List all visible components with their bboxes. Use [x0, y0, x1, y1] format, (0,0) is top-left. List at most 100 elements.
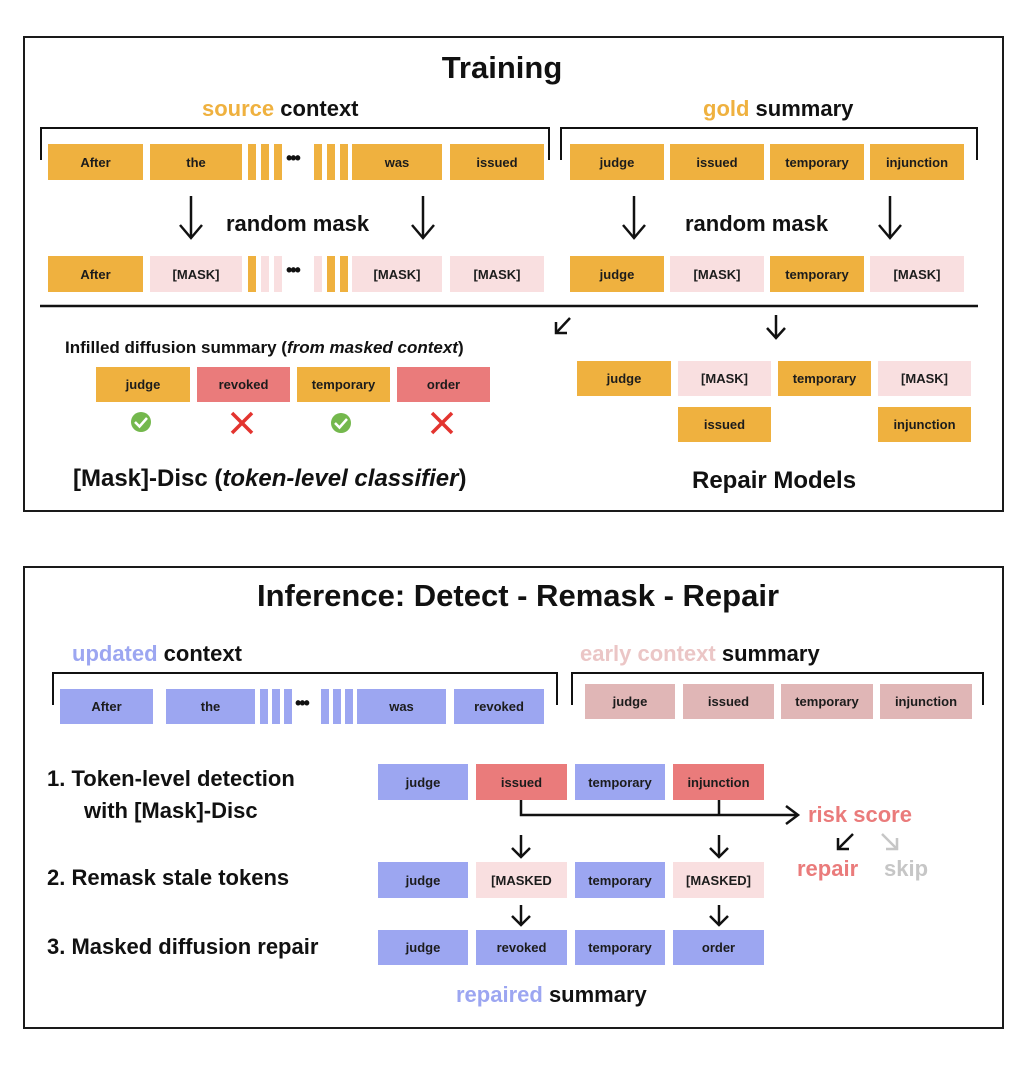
token-stripe [340, 144, 348, 180]
token-stripe [261, 144, 269, 180]
infill-token: revoked [197, 367, 290, 402]
source-token: the [150, 144, 242, 180]
context-token: the [166, 689, 255, 724]
token-stripe [340, 256, 348, 292]
masked-gold-token: [MASK] [670, 256, 764, 292]
source-token: issued [450, 144, 544, 180]
source-token: After [48, 144, 143, 180]
early-summary-token: judge [585, 684, 675, 719]
token-stripe [248, 144, 256, 180]
token-stripe [261, 256, 269, 292]
token-stripe [314, 256, 322, 292]
repair-model-token: injunction [878, 407, 971, 442]
token-stripe [327, 256, 335, 292]
gold-token: issued [670, 144, 764, 180]
risk-score-label: risk score [808, 802, 912, 827]
infill-italic: from masked context [286, 338, 458, 357]
token-stripe [272, 689, 280, 724]
repaired-token: order [673, 930, 764, 965]
token-stripe [314, 144, 322, 180]
remask-token: [MASKED] [673, 862, 764, 898]
repaired-summary-label: repaired summary [456, 982, 647, 1008]
repaired-token: judge [378, 930, 468, 965]
repair-model-token: [MASK] [678, 361, 771, 396]
repaired-rest: summary [542, 982, 647, 1007]
repaired-highlight: repaired [456, 982, 543, 1007]
random-mask-label-right: random mask [685, 211, 829, 236]
gold-highlight: gold [703, 96, 750, 121]
detect-token: judge [378, 764, 468, 800]
inference-title: Inference: Detect - Remask - Repair [256, 578, 780, 613]
infilled-summary-label: Infilled diffusion summary (from masked … [65, 338, 464, 358]
updated-rest: context [157, 641, 242, 666]
remask-token: temporary [575, 862, 665, 898]
repair-model-token: issued [678, 407, 771, 442]
masked-gold-token: temporary [770, 256, 864, 292]
step-2-label: 2. Remask stale tokens [47, 865, 290, 890]
early-summary-token: issued [683, 684, 774, 719]
masked-gold-token: judge [570, 256, 664, 292]
token-stripe [345, 689, 353, 724]
remask-token: [MASKED [476, 862, 567, 898]
detect-token: injunction [673, 764, 764, 800]
source-context-label: source context [202, 96, 359, 122]
infill-suffix: ) [457, 338, 464, 357]
mask-disc-label: [Mask]-Disc (token-level classifier) [73, 465, 467, 493]
early-highlight: early context [580, 641, 716, 666]
early-summary-token: temporary [781, 684, 873, 719]
gold-summary-label: gold summary [703, 96, 853, 122]
source-rest: context [274, 96, 359, 121]
disc-prefix: [Mask]-Disc ( [73, 465, 223, 492]
source-highlight: source [202, 96, 275, 121]
ellipsis-dots: ••• [286, 260, 301, 280]
repaired-token: temporary [575, 930, 665, 965]
infill-token: temporary [297, 367, 390, 402]
context-token: After [60, 689, 153, 724]
ellipsis-dots: ••• [286, 148, 301, 168]
step-1-line1: 1. Token-level detection [47, 766, 295, 791]
skip-label: skip [884, 856, 929, 881]
remask-token: judge [378, 862, 468, 898]
token-stripe [327, 144, 335, 180]
step-1-label: 1. Token-level detection with [Mask]-Dis… [47, 763, 295, 827]
detect-token: issued [476, 764, 567, 800]
token-stripe [274, 256, 282, 292]
infill-token: judge [96, 367, 190, 402]
token-stripe [284, 689, 292, 724]
token-stripe [333, 689, 341, 724]
gold-token: injunction [870, 144, 964, 180]
infill-token: order [397, 367, 490, 402]
ellipsis-dots: ••• [295, 693, 310, 713]
gold-rest: summary [749, 96, 854, 121]
repair-model-token: [MASK] [878, 361, 971, 396]
early-summary-label: early context summary [580, 641, 820, 667]
training-title: Training [441, 50, 563, 85]
masked-source-token: [MASK] [150, 256, 242, 292]
repair-models-label: Repair Models [692, 467, 857, 494]
repair-model-token: judge [577, 361, 671, 396]
masked-source-token: After [48, 256, 143, 292]
detect-token: temporary [575, 764, 665, 800]
step-1-line2: with [Mask]-Disc [84, 798, 258, 823]
disc-suffix: ) [458, 465, 467, 492]
updated-context-label: updated context [72, 641, 242, 667]
masked-source-token: [MASK] [450, 256, 544, 292]
context-token: revoked [454, 689, 544, 724]
gold-token: temporary [770, 144, 864, 180]
repair-label: repair [797, 856, 859, 881]
step-3-label: 3. Masked diffusion repair [47, 934, 319, 959]
token-stripe [248, 256, 256, 292]
token-stripe [260, 689, 268, 724]
disc-italic: token-level classifier [222, 465, 459, 492]
context-token: was [357, 689, 446, 724]
token-stripe [274, 144, 282, 180]
masked-source-token: [MASK] [352, 256, 442, 292]
repair-model-token: temporary [778, 361, 871, 396]
gold-token: judge [570, 144, 664, 180]
token-stripe [321, 689, 329, 724]
infill-prefix: Infilled diffusion summary ( [65, 338, 287, 357]
early-rest: summary [715, 641, 820, 666]
early-summary-token: injunction [880, 684, 972, 719]
repaired-token: revoked [476, 930, 567, 965]
updated-highlight: updated [72, 641, 158, 666]
